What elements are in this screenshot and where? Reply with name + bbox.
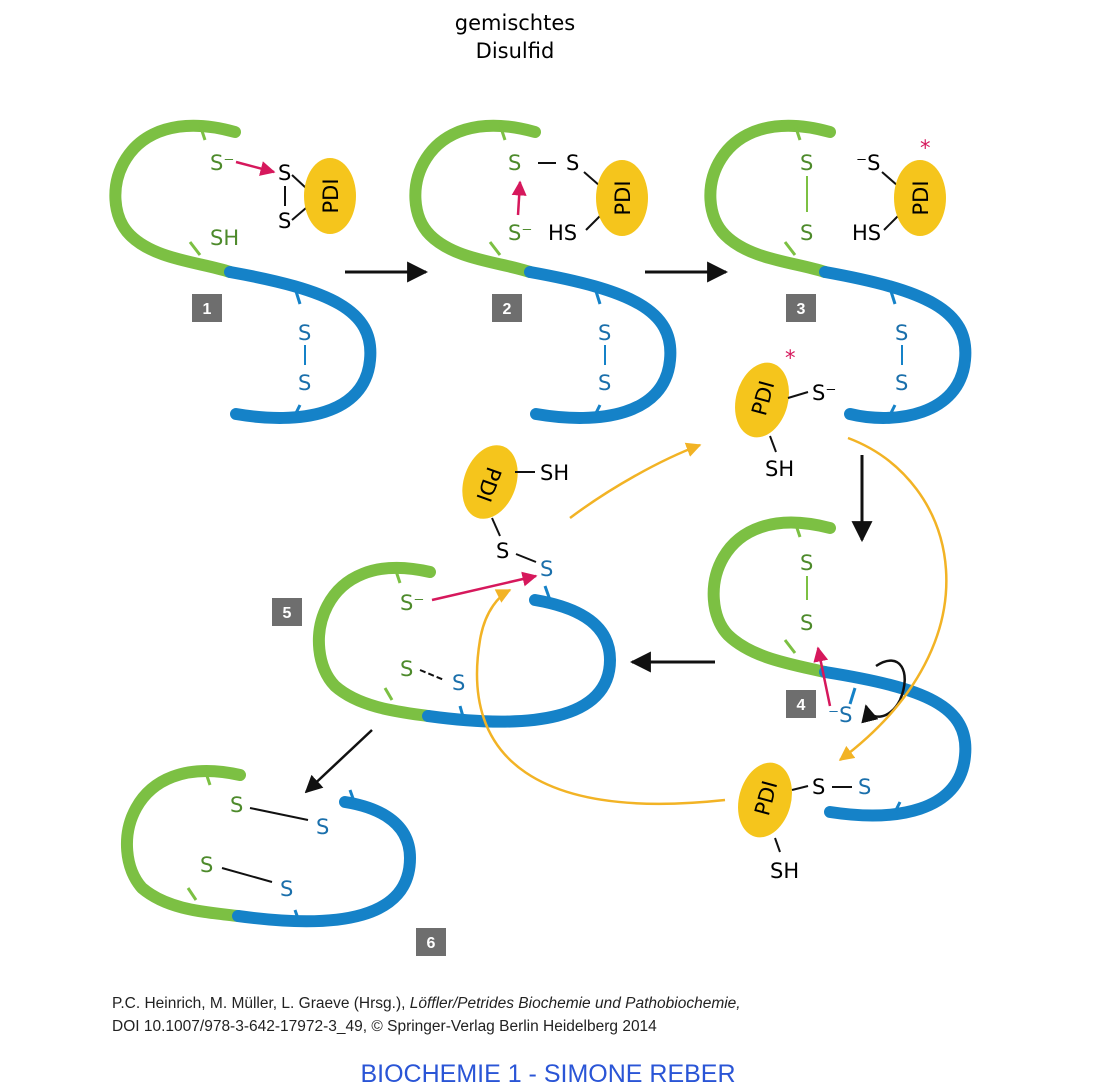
green-strand xyxy=(312,561,436,722)
sulfur-label: S xyxy=(298,321,311,345)
pdi-cycle-arrow xyxy=(569,442,702,520)
activated-star: * xyxy=(920,136,931,160)
pdi-enzyme xyxy=(596,160,648,236)
caption-doi: DOI 10.1007/978-3-642-17972-3_49, © Spri… xyxy=(112,1018,657,1035)
rotation-arrow xyxy=(861,659,906,724)
sulfur-label: S xyxy=(508,151,521,175)
sulfur-label: S xyxy=(895,371,908,395)
step-badge xyxy=(786,294,816,322)
blue-strand xyxy=(224,266,377,424)
sulfur-label: S xyxy=(298,371,311,395)
nucleophilic-attack-arrow xyxy=(813,646,832,707)
step-badge xyxy=(786,690,816,718)
pdi-enzyme xyxy=(894,160,946,236)
blue-strand xyxy=(819,266,972,424)
pdi-enzyme xyxy=(462,445,518,519)
step-3: S S ⁻S HS PDI * S S 3 xyxy=(704,119,972,424)
step-number: 4 xyxy=(797,697,806,714)
free-pdi-active: PDI * S⁻ SH xyxy=(735,346,836,481)
nucleophilic-attack-arrow xyxy=(511,180,527,216)
green-strand xyxy=(704,119,836,278)
green-strand xyxy=(109,119,241,278)
step-number: 3 xyxy=(797,301,806,318)
footer-title: BIOCHEMIE 1 - SIMONE REBER xyxy=(360,1060,736,1088)
step-number: 6 xyxy=(427,935,436,952)
pdi-enzyme xyxy=(738,762,792,838)
sulfur-label: S xyxy=(540,557,553,581)
thiol-label: HS xyxy=(852,221,881,245)
reaction-arrow xyxy=(304,729,373,794)
sulfur-label: S xyxy=(280,877,293,901)
blue-strand xyxy=(524,266,677,424)
nucleophilic-attack-arrow xyxy=(431,571,538,602)
thiol-label: SH xyxy=(770,859,799,883)
sulfur-label: S xyxy=(800,551,813,575)
sulfur-label: S xyxy=(278,209,291,233)
sulfur-label: S xyxy=(598,321,611,345)
sulfur-label: S xyxy=(566,151,579,175)
thiolate-label: S⁻ xyxy=(400,591,424,615)
sulfur-label: S xyxy=(400,657,413,681)
thiolate-label: ⁻S xyxy=(856,151,880,175)
thiol-label: SH xyxy=(540,461,569,485)
thiol-label: SH xyxy=(765,457,794,481)
pdi-cycle-arrow xyxy=(475,588,726,805)
sulfur-label: S xyxy=(316,815,329,839)
sulfur-label: S xyxy=(812,775,825,799)
nucleophilic-attack-arrow xyxy=(235,160,276,176)
thiolate-label: S⁻ xyxy=(508,221,532,245)
step-4: S S ⁻S 4 PDI S S SH xyxy=(707,516,972,883)
step-1: S⁻ SH S S S S PDI 1 xyxy=(109,119,377,424)
step-2: S S S⁻ HS PDI S S 2 xyxy=(409,119,677,424)
sulfur-label: S xyxy=(200,853,213,877)
sulfur-label: S xyxy=(278,161,291,185)
caption-authors: P.C. Heinrich, M. Müller, L. Graeve (Hrs… xyxy=(112,995,410,1012)
blue-strand xyxy=(232,796,417,928)
green-strand xyxy=(707,516,836,678)
thiol-label: SH xyxy=(210,226,239,250)
step-badge xyxy=(492,294,522,322)
pdi-label: PDI xyxy=(909,180,933,215)
sulfur-label: S xyxy=(230,793,243,817)
step-badge xyxy=(416,928,446,956)
blue-strand xyxy=(819,666,972,822)
step-badge xyxy=(272,598,302,626)
title-line-1: gemischtes xyxy=(455,11,575,35)
thiolate-label: S⁻ xyxy=(210,151,234,175)
step-number: 2 xyxy=(503,301,512,318)
blue-strand xyxy=(422,594,617,728)
pdi-label: PDI xyxy=(319,178,343,213)
step-6: S S S S 6 xyxy=(120,765,446,956)
thiol-label: HS xyxy=(548,221,577,245)
title-line-2: Disulfid xyxy=(476,39,555,63)
green-strand xyxy=(409,119,541,278)
caption-book-title: Löffler/Petrides Biochemie und Pathobioc… xyxy=(409,995,741,1012)
step-5: S⁻ S S 5 PDI SH S S xyxy=(272,445,617,728)
sulfur-label: S xyxy=(598,371,611,395)
sulfur-label: S xyxy=(895,321,908,345)
pdi-label: PDI xyxy=(611,180,635,215)
sulfur-label: S xyxy=(800,611,813,635)
activated-star: * xyxy=(785,346,796,370)
sulfur-label: S xyxy=(800,221,813,245)
thiolate-label: S⁻ xyxy=(812,381,836,405)
sulfur-label: S xyxy=(800,151,813,175)
source-caption: P.C. Heinrich, M. Müller, L. Graeve (Hrs… xyxy=(112,992,1012,1038)
thiolate-label: ⁻S xyxy=(828,703,852,727)
step-number: 5 xyxy=(283,605,292,622)
step-badge xyxy=(192,294,222,322)
sulfur-label: S xyxy=(496,539,509,563)
pdi-enzyme xyxy=(735,362,789,438)
green-strand xyxy=(120,765,246,922)
pdi-enzyme xyxy=(304,158,356,234)
sulfur-label: S xyxy=(452,671,465,695)
sulfur-label: S xyxy=(858,775,871,799)
step-number: 1 xyxy=(203,301,212,318)
pdi-cycle-arrow xyxy=(838,436,948,761)
